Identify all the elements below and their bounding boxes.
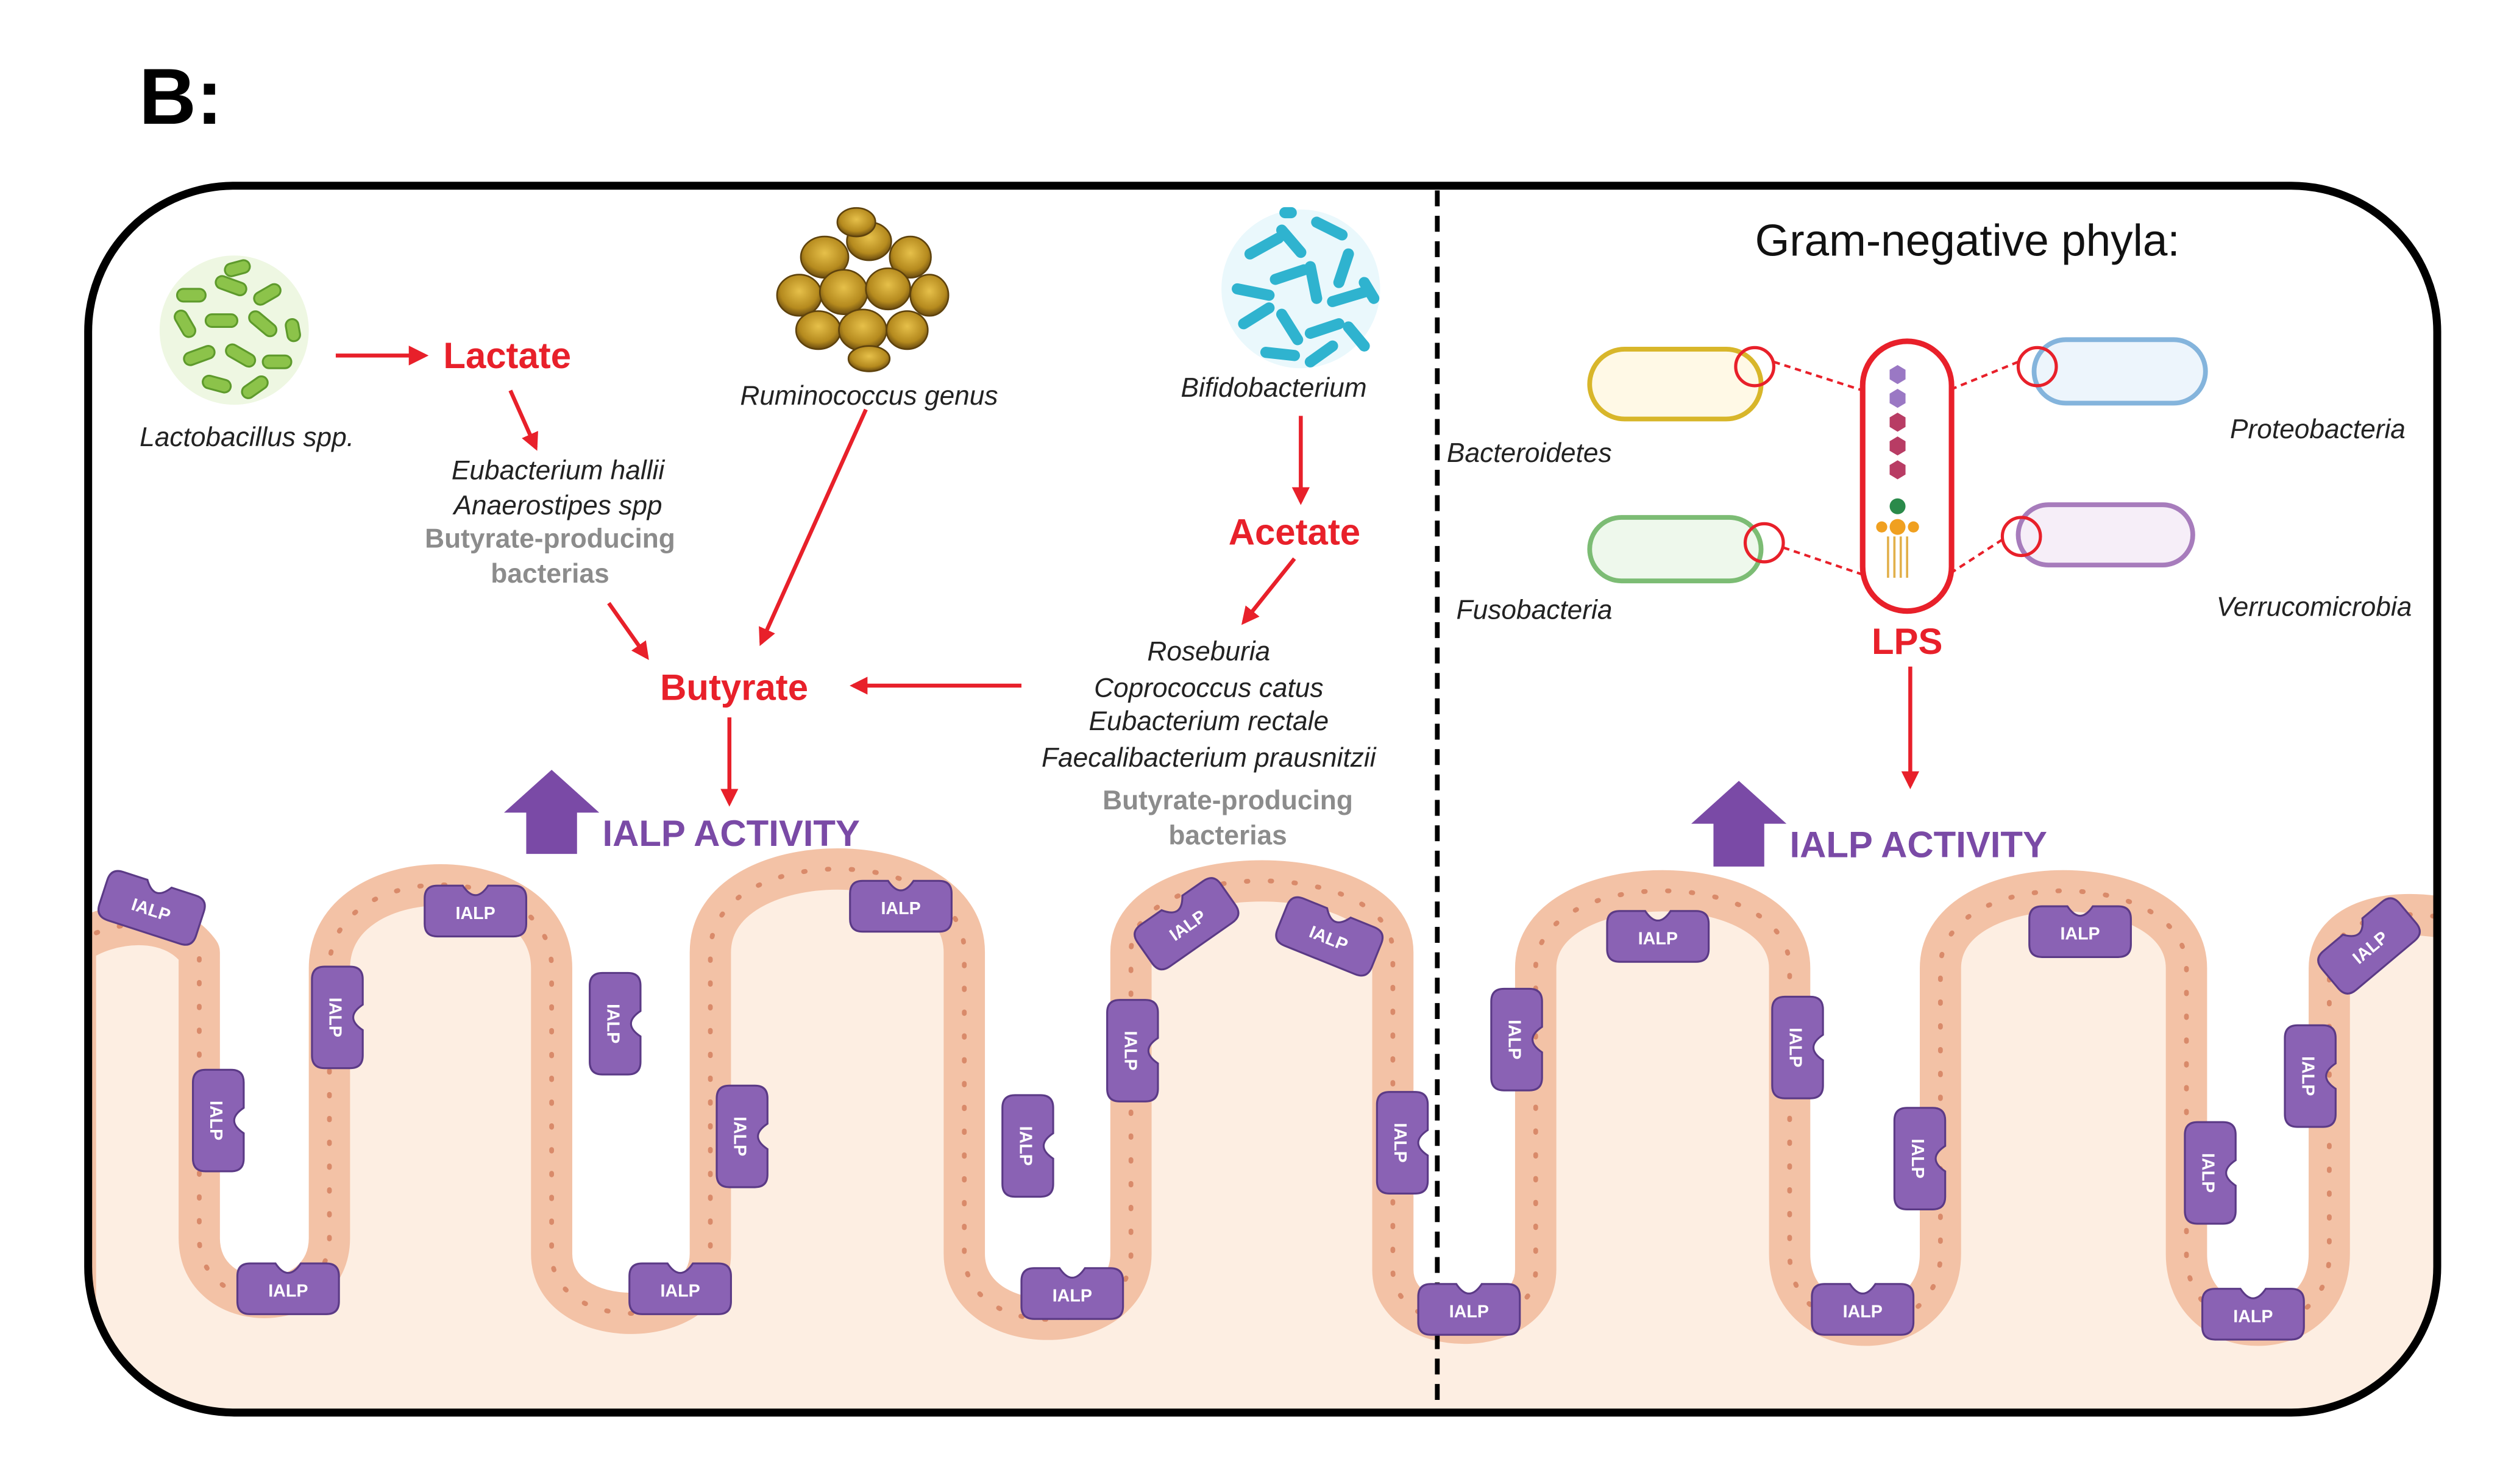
ialp-enzyme-label: IALP	[660, 1282, 700, 1301]
ialp-enzyme-label: IALP	[1053, 1287, 1092, 1306]
lactate-user-2: Anaerostipes spp	[452, 491, 662, 520]
ialp-enzyme-label: IALP	[1120, 1031, 1140, 1070]
ialp-enzyme-label: IALP	[1638, 929, 1678, 949]
ialp-enzyme-label: IALP	[2233, 1307, 2273, 1326]
lactate-users-note-1: Butyrate-producing	[425, 524, 675, 553]
ialp-enzyme-icon: IALP	[1275, 896, 1384, 977]
ialp-enzyme-icon: IALP	[1771, 995, 1824, 1099]
acetate-user-2: Coprococcus catus	[1094, 673, 1323, 703]
left-pathway-arrows	[335, 346, 1310, 807]
phylum-verrucomicrobia: Verrucomicrobia	[2217, 592, 2412, 622]
phylum-bacteroidetes: Bacteroidetes	[1447, 438, 1612, 468]
lactobacillus-label: Lactobacillus spp.	[140, 422, 354, 452]
ialp-enzyme-label: IALP	[1908, 1139, 1927, 1179]
gram-negative-title: Gram-negative phyla:	[1755, 216, 2180, 265]
bifidobacterium-cluster-icon	[1221, 207, 1380, 369]
ialp-enzyme-icon: IALP	[2201, 1288, 2305, 1341]
ialp-enzyme-icon: IALP	[589, 971, 642, 1076]
bifidobacterium-label: Bifidobacterium	[1181, 373, 1367, 403]
right-ialp-activity: IALP ACTIVITY	[1789, 824, 2047, 865]
ialp-enzyme-label: IALP	[1390, 1123, 1410, 1162]
ialp-enzyme-icon: IALP	[1020, 1267, 1124, 1320]
phylum-proteobacteria: Proteobacteria	[2230, 414, 2406, 444]
figure-frame	[84, 182, 2441, 1417]
lps-zoom-lines	[1773, 360, 2019, 576]
ialp-enzyme-label: IALP	[1015, 1126, 1035, 1166]
ialp-enzyme-label: IALP	[730, 1117, 750, 1156]
ialp-enzyme-label: IALP	[206, 1101, 225, 1140]
lactobacillus-cluster-icon	[159, 255, 309, 405]
lactate-user-1: Eubacterium hallii	[452, 455, 666, 485]
ialp-enzyme-icon: IALP	[236, 1262, 340, 1315]
panel-label: B:	[139, 52, 222, 141]
ialp-enzyme-label: IALP	[1843, 1302, 1883, 1322]
lps-highlight-circles	[1734, 346, 2058, 564]
acetate-user-4: Faecalibacterium prausnitzii	[1042, 743, 1377, 773]
ialp-enzyme-icon: IALP	[2317, 897, 2421, 995]
ialp-enzyme-label: IALP	[1785, 1028, 1805, 1067]
ialp-enzyme-icon: IALP	[191, 1068, 245, 1173]
ialp-enzyme-icon: IALP	[1134, 877, 1240, 971]
ialp-enzyme-icon: IALP	[1417, 1283, 1521, 1336]
ialp-enzyme-icon: IALP	[716, 1084, 769, 1188]
acetate-user-3: Eubacterium rectale	[1088, 706, 1329, 736]
lps-molecule-icon	[1859, 338, 1955, 614]
ialp-enzyme-label: IALP	[2298, 1056, 2318, 1096]
ialp-enzyme-icon: IALP	[628, 1262, 732, 1315]
ialp-enzyme-icon: IALP	[2284, 1024, 2337, 1128]
rod-bacterium-icon	[1587, 337, 2208, 584]
ialp-enzyme-icon: IALP	[849, 879, 953, 933]
lactate-label: Lactate	[443, 335, 571, 376]
ialp-enzyme-icon: IALP	[311, 965, 364, 1070]
ialp-enzyme-icon: IALP	[1490, 987, 1543, 1092]
butyrate-label: Butyrate	[660, 667, 808, 708]
lps-label: LPS	[1872, 621, 1942, 662]
ruminococcus-label: Ruminococcus genus	[740, 381, 998, 411]
ialp-enzyme-icon: IALP	[1811, 1283, 1915, 1336]
acetate-user-1: Roseburia	[1147, 636, 1270, 666]
acetate-users-note-2: bacterias	[1168, 820, 1287, 850]
ialp-enzyme-icon: IALP	[2028, 905, 2132, 958]
ialp-enzyme-label: IALP	[881, 899, 920, 918]
ialp-enzyme-label: IALP	[2060, 925, 2100, 944]
ialp-enzyme-label: IALP	[325, 998, 345, 1037]
ialp-enzyme-icon: IALP	[1106, 999, 1159, 1102]
ialp-enzymes: IALP IALP IALP IALP IALP IALP IALP IALP IALP IALP…	[98, 870, 2421, 1341]
ialp-enzyme-icon: IALP	[1606, 910, 1710, 963]
ialp-enzyme-icon: IALP	[1001, 1094, 1054, 1198]
ialp-enzyme-label: IALP	[456, 904, 495, 923]
lactate-users-note-2: bacterias	[491, 559, 609, 589]
ialp-enzyme-icon: IALP	[98, 870, 206, 946]
ruminococcus-cluster-icon	[776, 207, 950, 372]
ialp-enzyme-label: IALP	[603, 1004, 622, 1043]
ialp-enzyme-label: IALP	[1449, 1302, 1489, 1322]
ialp-enzyme-label: IALP	[1504, 1020, 1524, 1059]
left-ialp-activity: IALP ACTIVITY	[602, 813, 860, 854]
acetate-users-note-1: Butyrate-producing	[1103, 786, 1353, 815]
ialp-enzyme-label: IALP	[2198, 1153, 2218, 1193]
ialp-enzyme-label: IALP	[268, 1282, 308, 1301]
up-arrow-icon	[503, 770, 600, 854]
ialp-enzyme-icon: IALP	[2184, 1121, 2237, 1225]
ialp-enzyme-icon: IALP	[1893, 1107, 1947, 1211]
phylum-fusobacteria: Fusobacteria	[1457, 595, 1613, 625]
ialp-enzyme-icon: IALP	[424, 884, 528, 938]
ialp-enzyme-icon: IALP	[1376, 1091, 1429, 1195]
acetate-label: Acetate	[1229, 511, 1360, 552]
